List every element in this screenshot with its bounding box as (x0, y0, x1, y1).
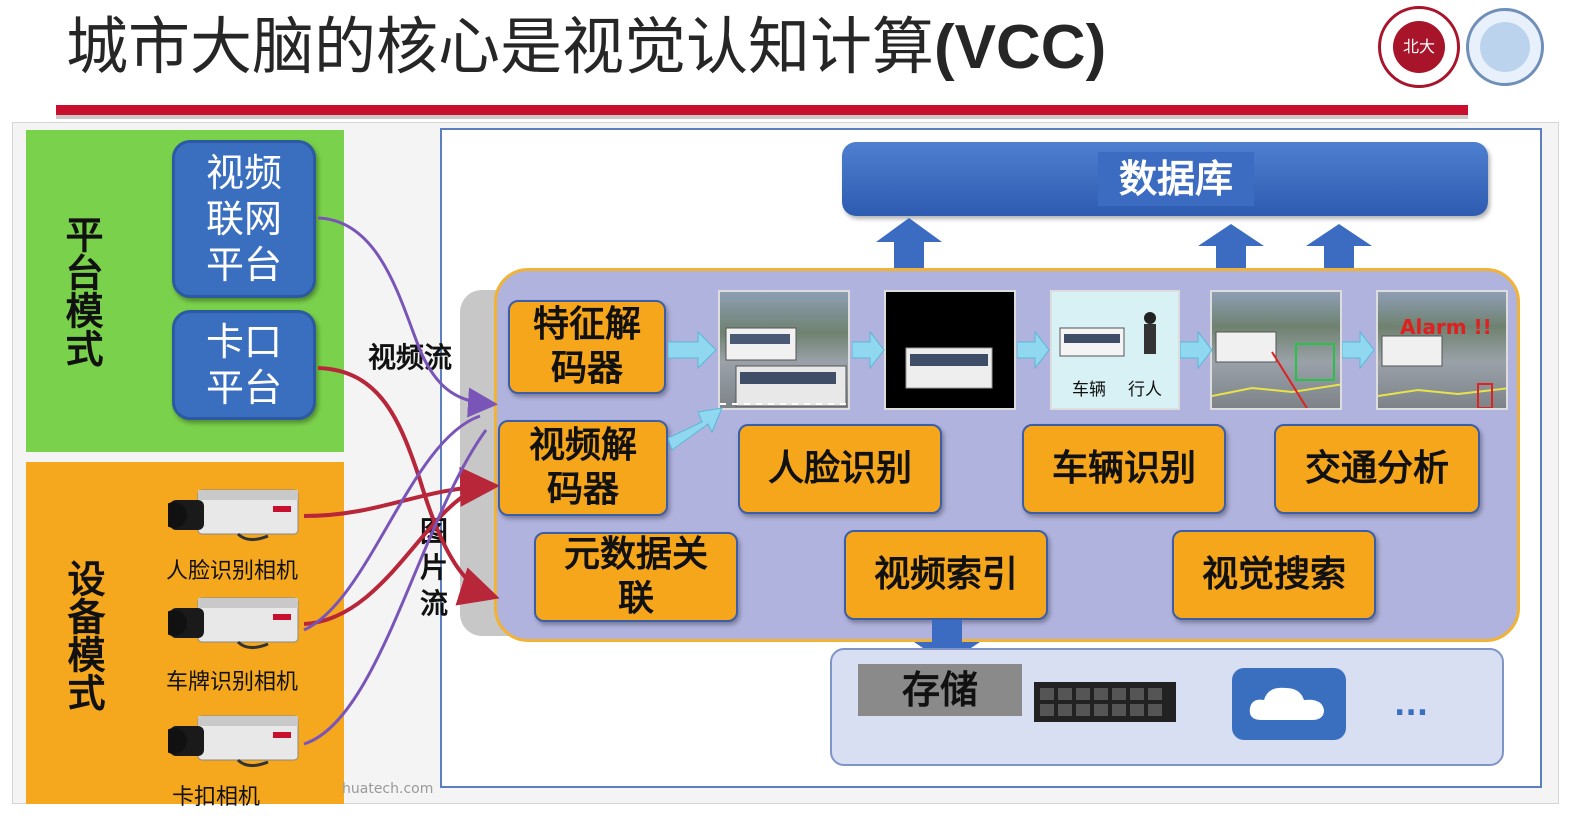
alarm-scene-icon (1378, 335, 1506, 408)
video-index-label: 视频索引 (873, 554, 1018, 595)
alarm-thumbnail (1376, 290, 1508, 410)
face-recognition-box: 人脸识别 (738, 424, 942, 514)
storage-label: 存储 (858, 664, 1022, 716)
plate-camera-video-curve (303, 414, 481, 632)
header-gray-rule (56, 115, 1468, 119)
traffic-analysis-label: 交通分析 (1304, 448, 1449, 489)
device-mode-label: 设备模式 (61, 559, 105, 711)
segmented-bus-thumbnail (884, 290, 1016, 410)
up-arrow-icon (1198, 224, 1264, 268)
checkpoint-platform-box: 卡口平台 (172, 310, 316, 420)
street-scene-thumbnail (718, 290, 850, 410)
header-red-rule (56, 105, 1468, 115)
checkpoint-platform-label: 卡口平台 (205, 320, 282, 410)
disk-array-icon (1034, 682, 1176, 722)
bus-icon (720, 327, 848, 407)
plate-camera-icon (168, 597, 299, 649)
detected-objects-thumbnail (1050, 290, 1180, 410)
video-network-platform-box: 视频联网平台 (172, 140, 316, 298)
right-arrow-icon (668, 330, 717, 370)
checkpoint-platform-curve (317, 366, 500, 606)
page-title: 城市大脑的核心是视觉认知计算(VCC) (66, 2, 1106, 92)
up-arrow-icon (876, 218, 942, 268)
platform-mode-label: 平台模式 (59, 215, 103, 367)
face-recognition-label: 人脸识别 (767, 448, 912, 489)
video-decoder-box: 视频解码器 (498, 420, 668, 516)
title-suffix: (VCC) (934, 13, 1107, 82)
vehicle-recognition-box: 车辆识别 (1022, 424, 1226, 514)
right-arrow-icon (1180, 330, 1213, 370)
cloud-icon (1232, 668, 1346, 740)
bus-silhouette-icon (905, 347, 993, 389)
metadata-link-box: 元数据关联 (534, 532, 738, 622)
right-arrow-icon (1017, 330, 1050, 370)
plate-camera-label: 车牌识别相机 (166, 670, 299, 695)
lab-logo-icon (1466, 8, 1544, 86)
plate-camera-curve (303, 490, 471, 626)
tracked-bus-icon (1212, 331, 1340, 408)
pku-logo-icon: 北大 (1378, 6, 1460, 88)
thumb-vehicle-label: 车辆 (1072, 380, 1106, 400)
title-text: 城市大脑的核心是视觉认知计算 (66, 10, 935, 83)
visual-search-label: 视觉搜索 (1201, 554, 1346, 595)
vehicle-pedestrian-icon (1059, 312, 1156, 357)
checkpoint-camera-label: 卡扣相机 (172, 785, 261, 810)
up-arrow-icon (1306, 224, 1372, 268)
traffic-analysis-box: 交通分析 (1274, 424, 1480, 514)
more-ellipsis: ... (1394, 688, 1429, 723)
pku-logo-mark: 北大 (1402, 37, 1435, 56)
video-decoder-label: 视频解码器 (528, 425, 637, 510)
tracking-thumbnail (1210, 290, 1342, 410)
visual-search-box: 视觉搜索 (1172, 530, 1376, 620)
right-arrow-icon (852, 330, 885, 370)
checkpoint-camera-icon (168, 715, 299, 767)
thumb-pedestrian-label: 行人 (1128, 380, 1162, 400)
vehicle-recognition-label: 车辆识别 (1051, 448, 1196, 489)
face-camera-curve (303, 466, 500, 518)
diagonal-arrow-icon (668, 407, 723, 451)
face-camera-label: 人脸识别相机 (166, 559, 299, 584)
video-index-box: 视频索引 (844, 530, 1048, 620)
feature-decoder-box: 特征解码器 (508, 300, 666, 394)
video-stream-label: 视频流 (368, 341, 453, 374)
video-network-platform-label: 视频联网平台 (205, 151, 282, 287)
watermark: huatech.com (342, 781, 434, 797)
feature-decoder-label: 特征解码器 (532, 304, 641, 389)
checkpoint-camera-curve (303, 429, 488, 746)
video-platform-curve (317, 216, 498, 418)
right-arrow-icon (1342, 330, 1375, 370)
face-camera-icon (168, 489, 299, 541)
database-label: 数据库 (1098, 152, 1254, 206)
metadata-link-label: 元数据关联 (563, 534, 708, 619)
alarm-label: Alarm !! (1400, 315, 1492, 339)
